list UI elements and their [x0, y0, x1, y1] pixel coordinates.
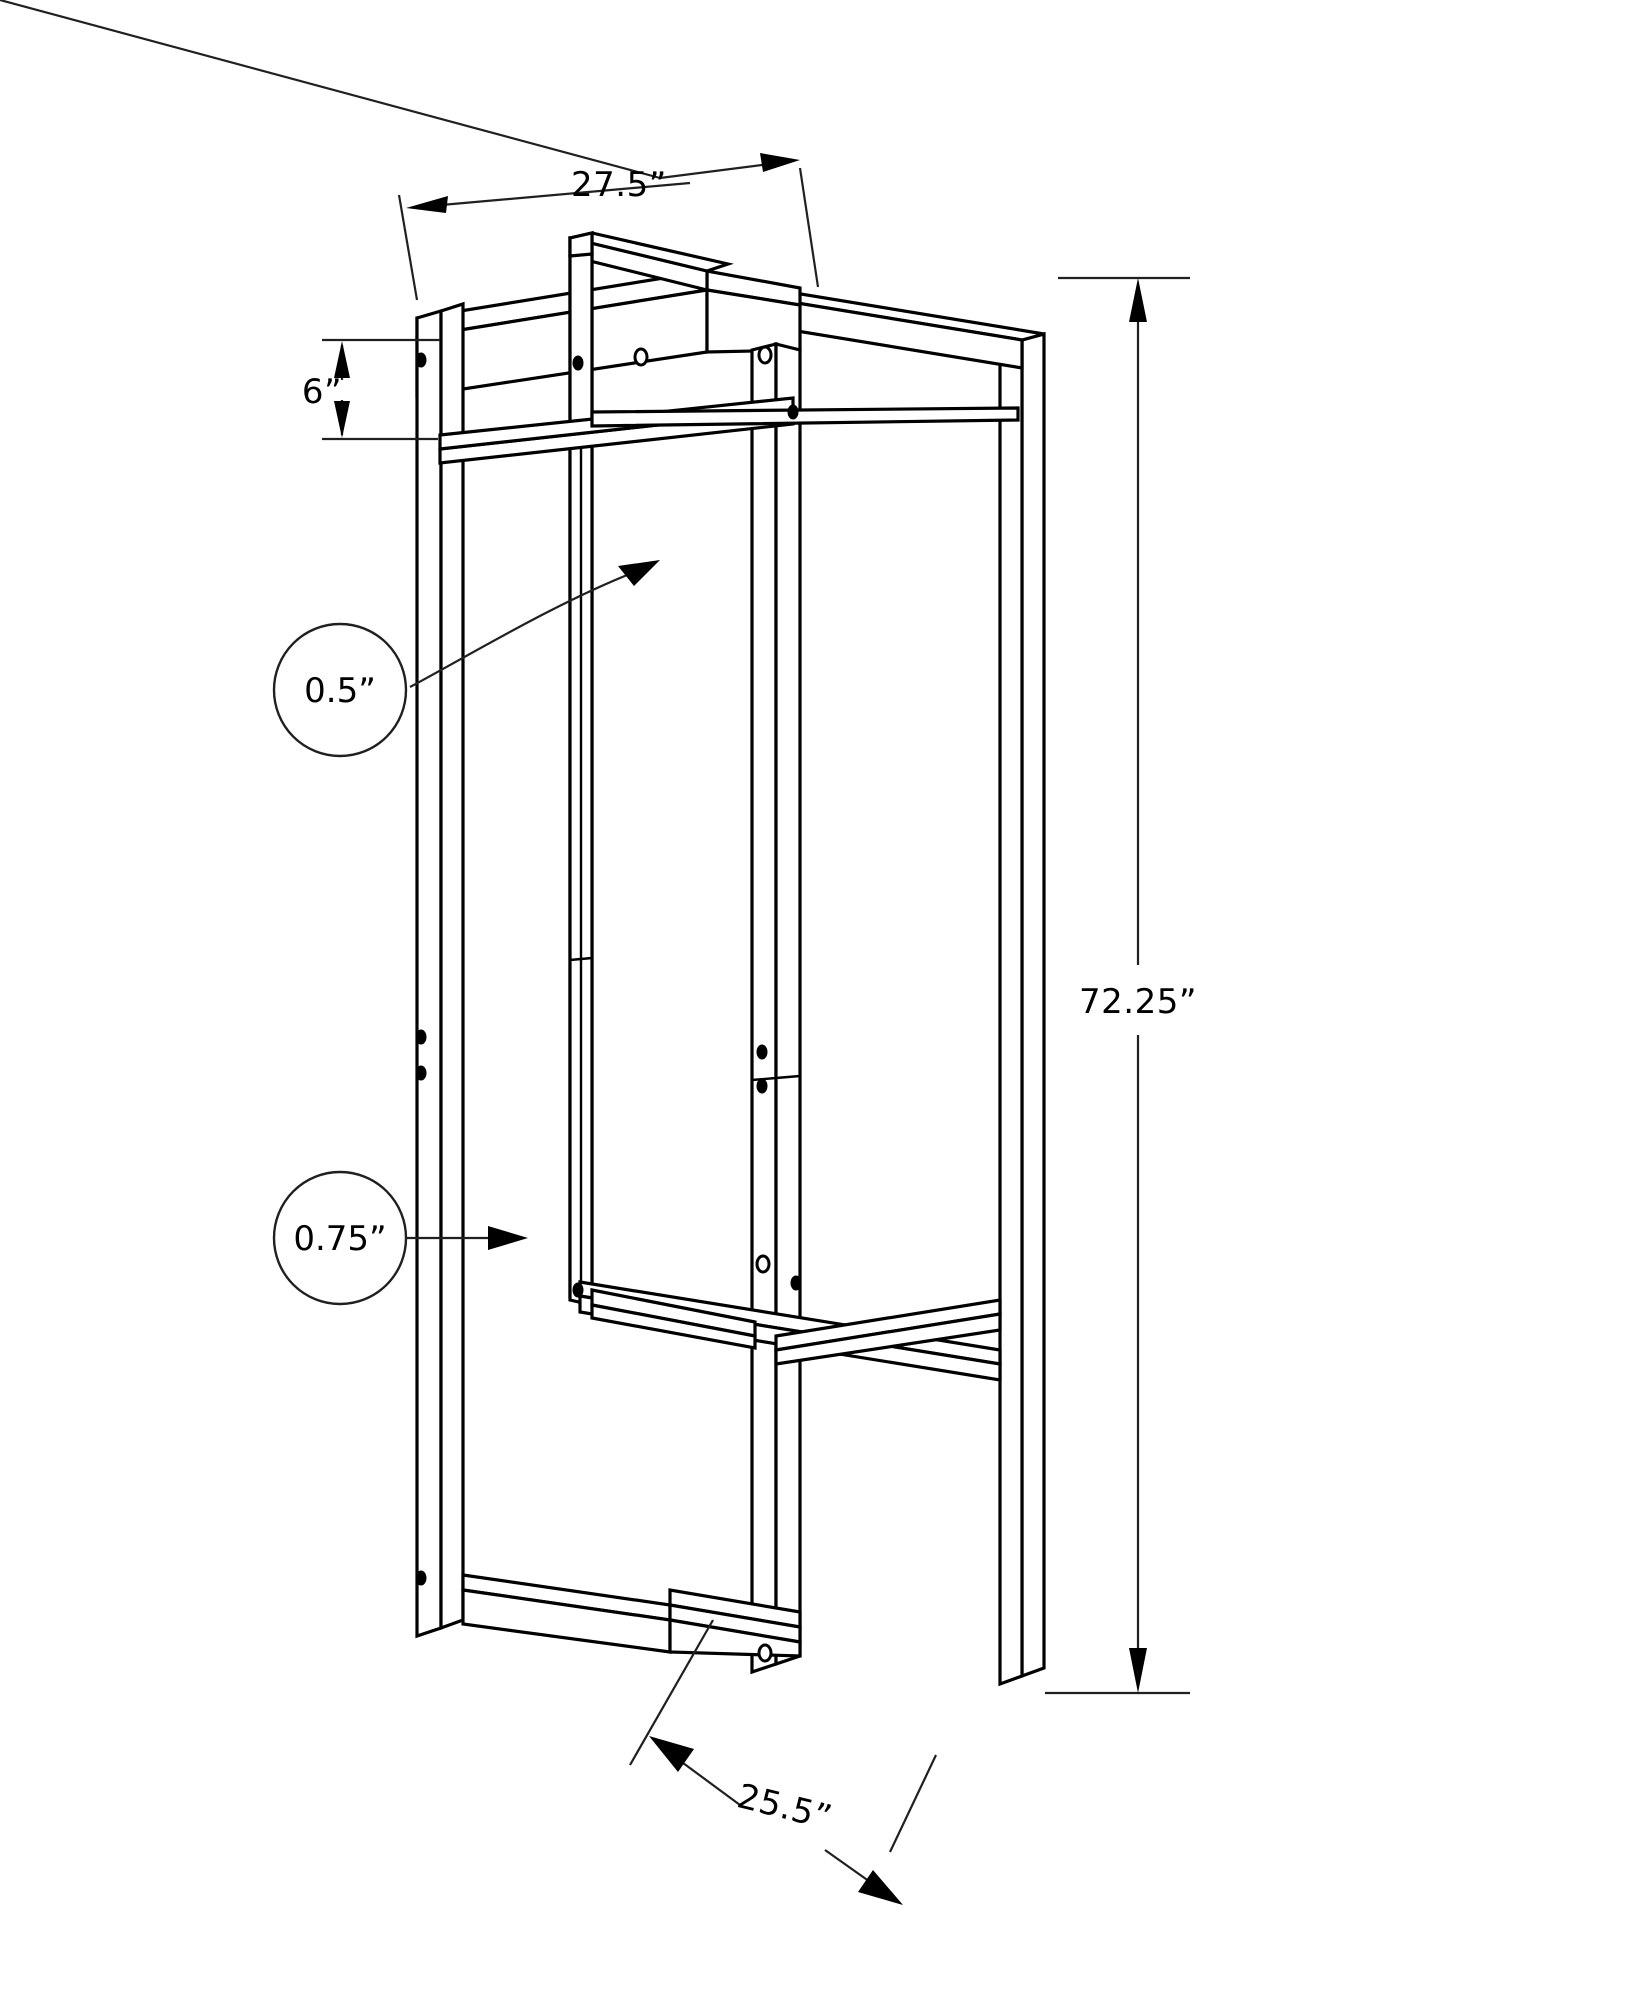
bottom-mid-rail — [590, 1288, 757, 1350]
upper-rear-cross-bar — [590, 406, 1020, 428]
fastener-holes — [415, 345, 802, 1663]
callout-post-thickness: 0.75” — [272, 1170, 528, 1306]
top-front-right-rail — [705, 269, 802, 354]
callout-bar-thickness: 0.5” — [272, 560, 660, 758]
callout-label-bar-thickness: 0.5” — [304, 671, 376, 711]
dimension-label-offset: 6” — [302, 372, 342, 412]
callout-label-post-thickness: 0.75” — [293, 1219, 386, 1259]
front-left-post — [415, 301, 465, 1639]
dimension-width-top: 27.5” — [0, 0, 820, 301]
bottom-right-diagonal-rail — [774, 1298, 1002, 1366]
dimension-label-width: 27.5” — [571, 165, 667, 205]
dimension-top-bar-offset: 6” — [302, 338, 440, 441]
dimension-label-depth: 25.5” — [733, 1776, 836, 1838]
rear-left-post — [568, 230, 594, 1308]
callout-circle-bar-thickness — [272, 622, 408, 758]
product-geometry — [415, 230, 1046, 1687]
bottom-front-left-rail — [461, 1573, 672, 1654]
dimension-label-height: 72.25” — [1079, 982, 1197, 1022]
dimension-overall-height: 72.25” — [1045, 276, 1197, 1695]
rear-right-post — [998, 331, 1046, 1687]
callout-circle-post-thickness — [272, 1170, 408, 1306]
front-right-post — [750, 341, 802, 1675]
upper-cross-bar — [438, 396, 795, 465]
